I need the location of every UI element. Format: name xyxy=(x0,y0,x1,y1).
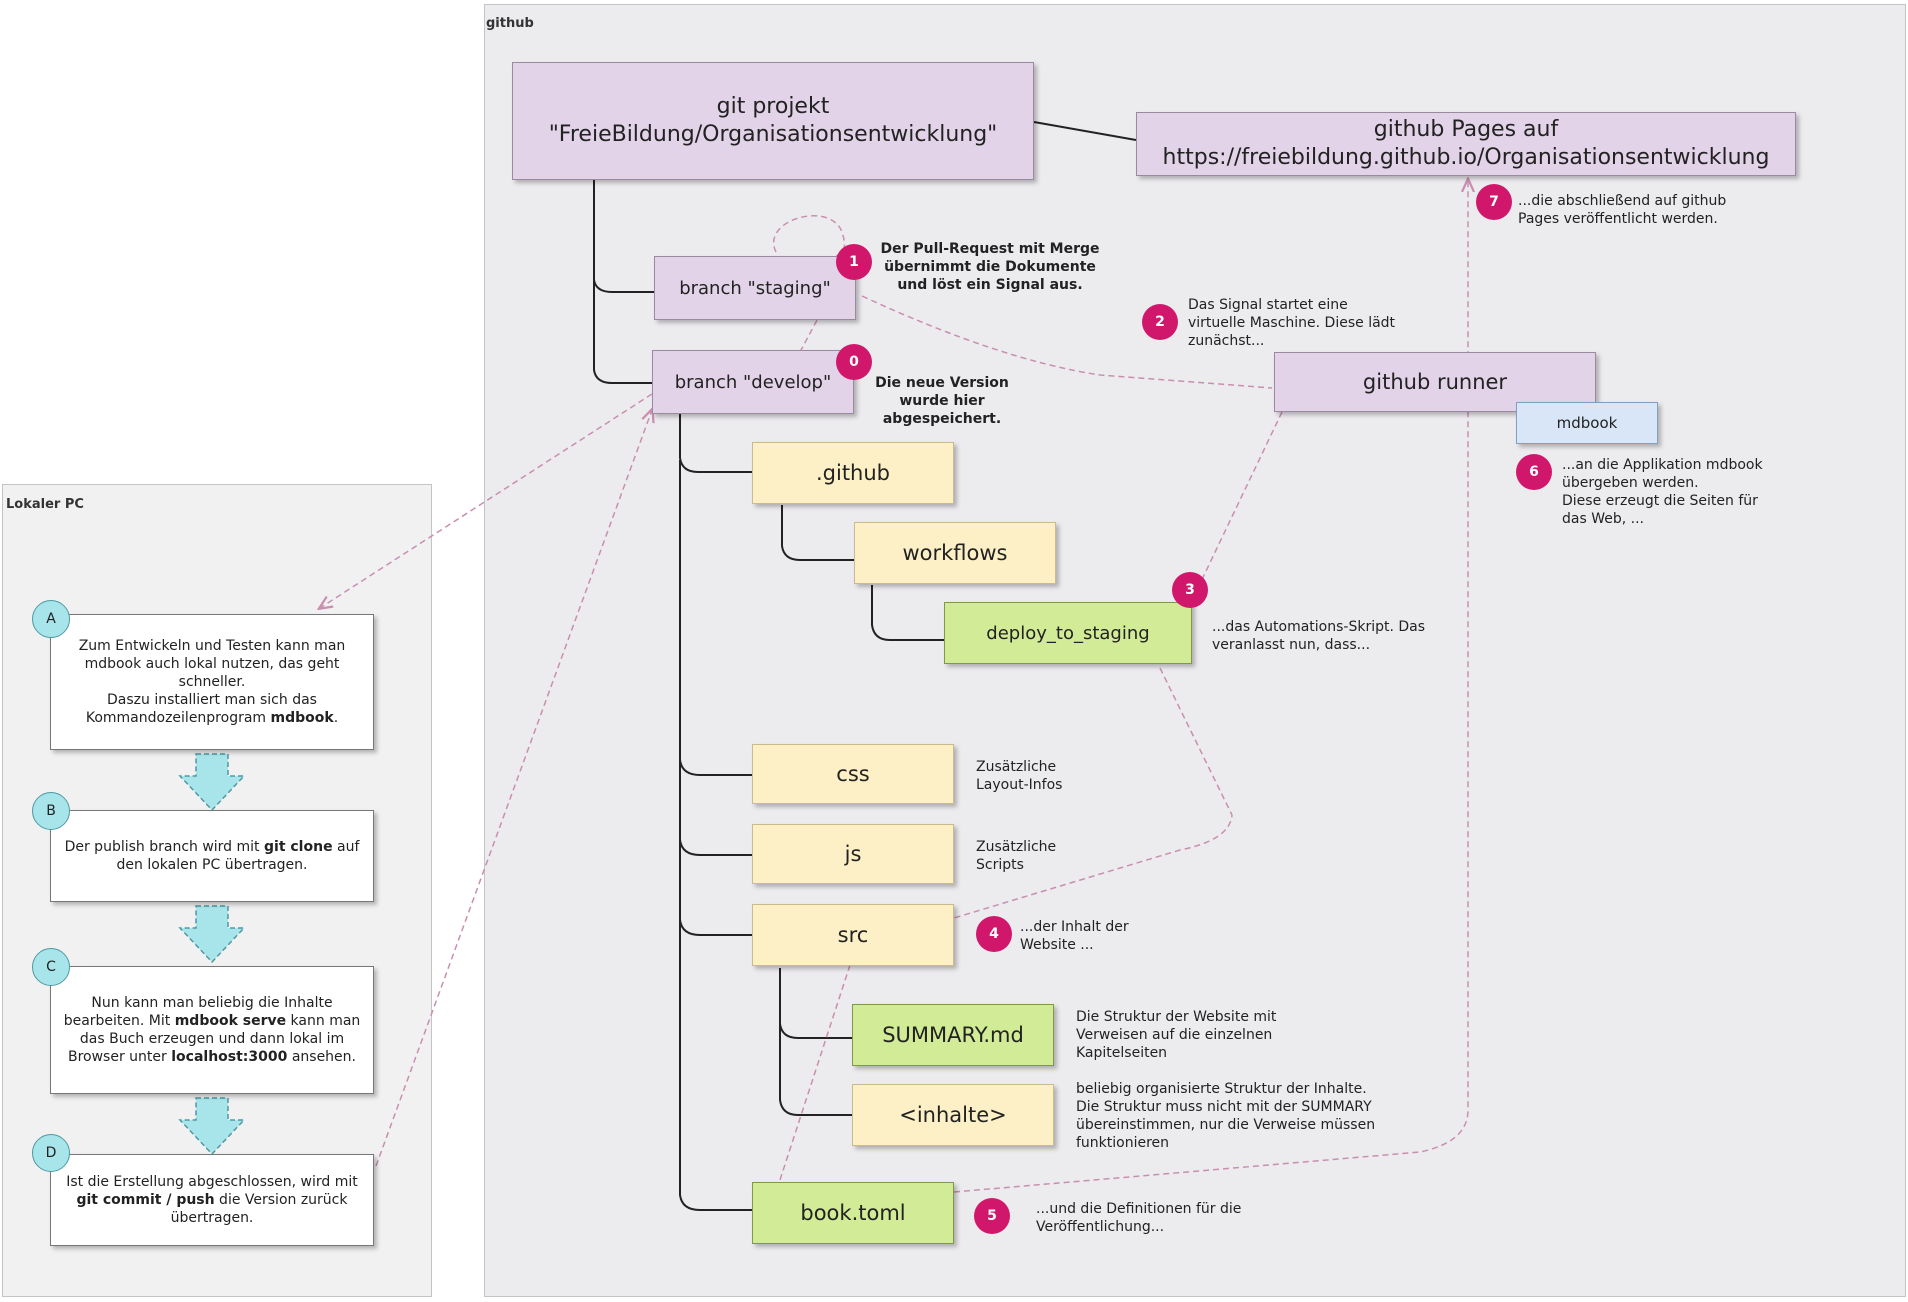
github-pages-node: github Pages auf https://freiebildung.gi… xyxy=(1136,112,1796,176)
step-c-box: Nun kann man beliebig die Inhalte bearbe… xyxy=(50,966,374,1094)
deploy-to-staging-file: deploy_to_staging xyxy=(944,602,1192,664)
step-a-badge: A xyxy=(32,600,70,638)
step-a-box: Zum Entwickeln und Testen kann man mdboo… xyxy=(50,614,374,750)
step-badge-0: 0 xyxy=(836,344,872,380)
github-pages-line1: github Pages auf xyxy=(1373,117,1559,142)
github-pages-line2: https://freiebildung.github.io/Organisat… xyxy=(1162,145,1770,170)
step-badge-1: 1 xyxy=(836,244,872,280)
step-d-badge: D xyxy=(32,1134,70,1172)
note-2: Das Signal startet eine virtuelle Maschi… xyxy=(1188,297,1396,349)
note-5: ...und die Definitionen für die Veröffen… xyxy=(1036,1201,1242,1235)
js-folder: js xyxy=(752,824,954,884)
step-badge-6: 6 xyxy=(1516,454,1552,490)
step-badge-5: 5 xyxy=(974,1198,1010,1234)
git-project-node: git projekt "FreieBildung/Organisationse… xyxy=(512,62,1034,180)
note-4: ...der Inhalt der Website ... xyxy=(1020,919,1129,953)
git-project-line1: git projekt xyxy=(716,94,830,119)
branch-staging-node: branch "staging" xyxy=(654,256,856,320)
book-toml-file: book.toml xyxy=(752,1182,954,1244)
note-js: Zusätzliche Scripts xyxy=(976,839,1057,873)
step-badge-7: 7 xyxy=(1476,184,1512,220)
step-d-box: Ist die Erstellung abgeschlossen, wird m… xyxy=(50,1154,374,1246)
git-project-line2: "FreieBildung/Organisationsentwicklung" xyxy=(548,122,998,147)
note-6: ...an die Applikation mdbook übergeben w… xyxy=(1562,457,1763,527)
step-badge-3: 3 xyxy=(1172,572,1208,608)
step-badge-4: 4 xyxy=(976,916,1012,952)
step-b-box: Der publish branch wird mit git clone au… xyxy=(50,810,374,902)
note-summary: Die Struktur der Website mit Verweisen a… xyxy=(1076,1009,1277,1061)
mdbook-node: mdbook xyxy=(1516,402,1658,444)
dot-github-folder: .github xyxy=(752,442,954,504)
github-container xyxy=(484,4,1906,1297)
note-7: ...die abschließend auf github Pages ver… xyxy=(1518,193,1727,227)
note-inhalte: beliebig organisierte Struktur der Inhal… xyxy=(1076,1081,1376,1151)
workflows-folder: workflows xyxy=(854,522,1056,584)
note-1: Der Pull-Request mit Merge übernimmt die… xyxy=(880,241,1100,293)
note-css: Zusätzliche Layout-Infos xyxy=(976,759,1063,793)
step-badge-2: 2 xyxy=(1142,304,1178,340)
src-folder: src xyxy=(752,904,954,966)
note-0: Die neue Version wurde hier abgespeicher… xyxy=(875,375,1009,427)
step-c-badge: C xyxy=(32,948,70,986)
note-3: ...das Automations-Skript. Das veranlass… xyxy=(1212,619,1426,653)
github-title: github xyxy=(486,16,534,31)
step-b-badge: B xyxy=(32,792,70,830)
local-pc-title: Lokaler PC xyxy=(6,497,84,512)
css-folder: css xyxy=(752,744,954,804)
branch-develop-node: branch "develop" xyxy=(652,350,854,414)
summary-md-file: SUMMARY.md xyxy=(852,1004,1054,1066)
inhalte-folder: <inhalte> xyxy=(852,1084,1054,1146)
